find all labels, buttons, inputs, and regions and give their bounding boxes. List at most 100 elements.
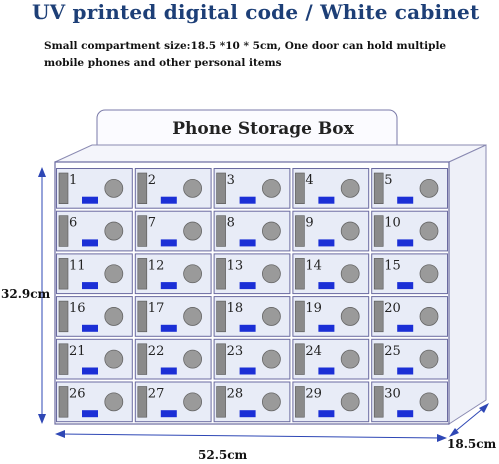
lock-indicator: [160, 324, 177, 332]
compartment-door[interactable]: 30: [371, 381, 449, 423]
compartment-door[interactable]: 14: [292, 253, 370, 295]
lock-knob[interactable]: [261, 264, 281, 284]
compartment-door[interactable]: 23: [213, 338, 291, 380]
compartment-door[interactable]: 7: [134, 210, 212, 252]
compartment-number: 13: [227, 258, 244, 273]
lock-indicator: [239, 410, 256, 418]
door-hinge: [216, 386, 226, 418]
compartment-door[interactable]: 28: [213, 381, 291, 423]
compartment-door[interactable]: 29: [292, 381, 370, 423]
compartment-door[interactable]: 12: [134, 253, 212, 295]
lock-knob[interactable]: [419, 307, 439, 326]
lock-knob[interactable]: [340, 178, 360, 198]
compartment-door[interactable]: 22: [134, 338, 212, 380]
compartment-number: 12: [148, 258, 165, 273]
compartment-door[interactable]: 1: [56, 168, 133, 209]
lock-knob[interactable]: [104, 349, 124, 369]
door-hinge: [137, 300, 148, 333]
compartment-number: 16: [69, 301, 86, 316]
lock-indicator: [82, 367, 98, 375]
height-dimension: [38, 167, 46, 424]
lock-knob[interactable]: [340, 307, 360, 326]
lock-knob[interactable]: [104, 307, 124, 326]
door-hinge: [58, 343, 69, 375]
door-hinge: [373, 172, 384, 205]
compartment-door[interactable]: 4: [292, 168, 370, 209]
lock-knob[interactable]: [104, 392, 124, 412]
lock-knob[interactable]: [261, 221, 281, 241]
lock-knob[interactable]: [419, 221, 439, 241]
compartment-number: 2: [148, 173, 156, 188]
compartment-number: 23: [227, 344, 244, 359]
compartment-number: 24: [305, 344, 322, 359]
compartment-number: 27: [148, 387, 165, 402]
compartment-door[interactable]: 8: [213, 210, 291, 252]
lock-knob[interactable]: [419, 349, 439, 369]
compartment-number: 11: [69, 258, 86, 273]
compartment-number: 4: [305, 173, 313, 188]
lock-knob[interactable]: [183, 349, 203, 369]
door-hinge: [58, 300, 69, 333]
compartment-door[interactable]: 13: [213, 253, 291, 295]
lock-indicator: [318, 282, 335, 290]
lock-knob[interactable]: [183, 221, 203, 241]
compartment-door[interactable]: 5: [371, 168, 449, 209]
lock-knob[interactable]: [261, 392, 281, 412]
width-dimension: [55, 430, 447, 442]
description-line-1: Small compartment size:18.5 *10 * 5cm, O…: [44, 40, 447, 52]
compartment-door[interactable]: 2: [134, 168, 212, 209]
compartment-number: 3: [227, 173, 235, 188]
compartment-door[interactable]: 16: [56, 296, 133, 337]
door-hinge: [216, 172, 226, 205]
door-hinge: [216, 300, 226, 333]
lock-knob[interactable]: [183, 392, 203, 412]
door-hinge: [216, 343, 226, 375]
width-label: 52.5cm: [198, 448, 248, 462]
lock-indicator: [318, 196, 335, 204]
lock-knob[interactable]: [183, 178, 203, 198]
compartment-door[interactable]: 10: [371, 210, 449, 252]
lock-knob[interactable]: [104, 264, 124, 284]
lock-knob[interactable]: [340, 221, 360, 241]
lock-knob[interactable]: [104, 221, 124, 241]
compartment-door[interactable]: 18: [213, 296, 291, 337]
lock-knob[interactable]: [340, 264, 360, 284]
lock-knob[interactable]: [183, 307, 203, 326]
lock-knob[interactable]: [419, 392, 439, 412]
compartment-door[interactable]: 6: [56, 210, 133, 252]
depth-label: 18.5cm: [447, 437, 497, 451]
lock-knob[interactable]: [340, 392, 360, 412]
lock-knob[interactable]: [261, 349, 281, 369]
lock-indicator: [160, 239, 177, 247]
lock-indicator: [239, 239, 256, 247]
lock-knob[interactable]: [419, 264, 439, 284]
lock-indicator: [82, 324, 98, 332]
door-hinge: [137, 258, 148, 290]
compartment-door[interactable]: 20: [371, 296, 449, 337]
compartment-door[interactable]: 3: [213, 168, 291, 209]
lock-knob[interactable]: [104, 178, 124, 198]
compartment-door[interactable]: 9: [292, 210, 370, 252]
compartment-number: 26: [69, 387, 86, 402]
lock-knob[interactable]: [183, 264, 203, 284]
lock-indicator: [239, 282, 256, 290]
compartment-door[interactable]: 19: [292, 296, 370, 337]
compartment-door[interactable]: 24: [292, 338, 370, 380]
compartment-number: 20: [384, 301, 401, 316]
door-hinge: [373, 215, 384, 247]
lock-knob[interactable]: [261, 307, 281, 326]
lock-knob[interactable]: [261, 178, 281, 198]
compartment-door[interactable]: 27: [134, 381, 212, 423]
compartment-door[interactable]: 15: [371, 253, 449, 295]
lock-indicator: [397, 239, 414, 247]
compartment-door[interactable]: 17: [134, 296, 212, 337]
lock-indicator: [397, 410, 414, 418]
compartment-door[interactable]: 25: [371, 338, 449, 380]
door-hinge: [295, 258, 305, 290]
lock-knob[interactable]: [419, 178, 439, 198]
compartment-door[interactable]: 26: [56, 381, 133, 423]
compartment-door[interactable]: 21: [56, 338, 133, 380]
lock-knob[interactable]: [340, 349, 360, 369]
compartment-door[interactable]: 11: [56, 253, 133, 295]
